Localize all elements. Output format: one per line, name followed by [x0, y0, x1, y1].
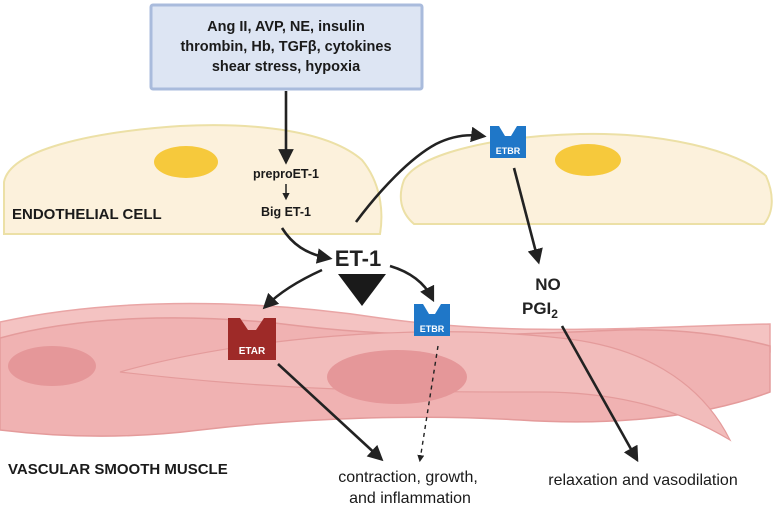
etbr-endothelial-label: ETBR [496, 146, 521, 156]
smooth-muscle-nucleus-left [8, 346, 96, 386]
smooth-muscle-nucleus-center [327, 350, 467, 404]
pgi2-label: PGI2 [522, 299, 558, 321]
arrow-etbr-to-no [512, 167, 543, 265]
endothelial-cell-label: ENDOTHELIAL CELL [12, 206, 162, 223]
pgi2-subscript: 2 [551, 307, 558, 321]
relaxation-outcome: relaxation and vasodilation [548, 472, 737, 489]
endothelial-nucleus-left [154, 146, 218, 178]
arrow-to-endothelial-etbr [354, 126, 487, 223]
pgi2-base: PGI [522, 299, 551, 318]
contraction-outcome-line-1: contraction, growth, [338, 469, 478, 486]
contraction-outcome-line-2: and inflammation [349, 490, 471, 507]
big-et1-label: Big ET-1 [261, 205, 311, 219]
no-label: NO [535, 275, 561, 294]
arrow-big-et1-to-et1 [280, 227, 333, 264]
arrow-et1-to-etar [262, 268, 323, 310]
etbr-smooth-receptor: ETBR [414, 304, 450, 336]
etbr-endothelial-receptor: ETBR [490, 126, 526, 158]
etbr-receptor-shape [490, 126, 526, 158]
et1-triangle-icon [338, 274, 386, 306]
stimuli-line-1: Ang II, AVP, NE, insulin [207, 19, 365, 35]
etar-receptor: ETAR [228, 318, 276, 360]
etbr-smooth-receptor-icon [414, 304, 450, 336]
vascular-smooth-muscle-label: VASCULAR SMOOTH MUSCLE [8, 461, 228, 478]
et1-label: ET-1 [335, 246, 381, 271]
etar-receptor-icon [228, 318, 276, 360]
arrows [262, 91, 639, 463]
stimuli-line-2: thrombin, Hb, TGFβ, cytokines [180, 39, 391, 55]
arrow-etbr-to-contraction-dotted [417, 345, 439, 463]
arrow-etar-to-contraction [277, 363, 384, 462]
smooth-muscle-layer [0, 302, 771, 442]
stimuli-line-3: shear stress, hypoxia [212, 59, 361, 75]
arrow-et1-to-smooth-etbr [389, 264, 435, 303]
arrow-no-to-relaxation [560, 325, 639, 463]
etbr-smooth-label: ETBR [420, 324, 445, 334]
etar-label: ETAR [239, 346, 266, 357]
stimuli-box-frame [149, 3, 424, 91]
preproet1-label: preproET-1 [253, 167, 319, 181]
endothelial-nucleus-right [555, 144, 621, 176]
stimuli-box: Ang II, AVP, NE, insulin thrombin, Hb, T… [149, 3, 424, 91]
